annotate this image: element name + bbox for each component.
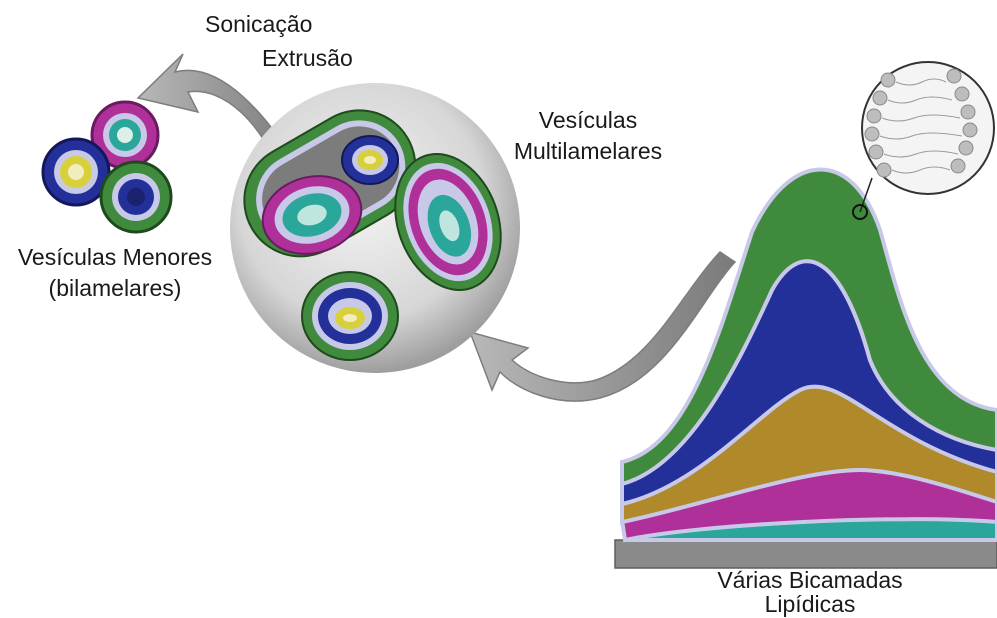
- lipid-bilayer-stack: [615, 169, 997, 568]
- label-multilamellar-line1: Vesículas: [478, 106, 698, 134]
- label-extrusion: Extrusão: [262, 44, 353, 72]
- label-multilamellar-line2: Multilamelares: [478, 137, 698, 165]
- small-vesicle-blue: [43, 139, 109, 205]
- phospholipid-bilayer-icon: [853, 62, 994, 219]
- inner-vesicle-blue: [342, 136, 398, 184]
- label-small-vesicles-line1: Vesículas Menores: [0, 243, 230, 271]
- label-bilayers-line2: Lipídicas: [660, 590, 960, 618]
- small-vesicle-green: [101, 162, 171, 232]
- small-vesicles: [43, 102, 171, 232]
- multilamellar-vesicle: [302, 272, 398, 360]
- label-sonication: Sonicação: [205, 10, 312, 38]
- label-small-vesicles-line2: (bilamelares): [0, 274, 230, 302]
